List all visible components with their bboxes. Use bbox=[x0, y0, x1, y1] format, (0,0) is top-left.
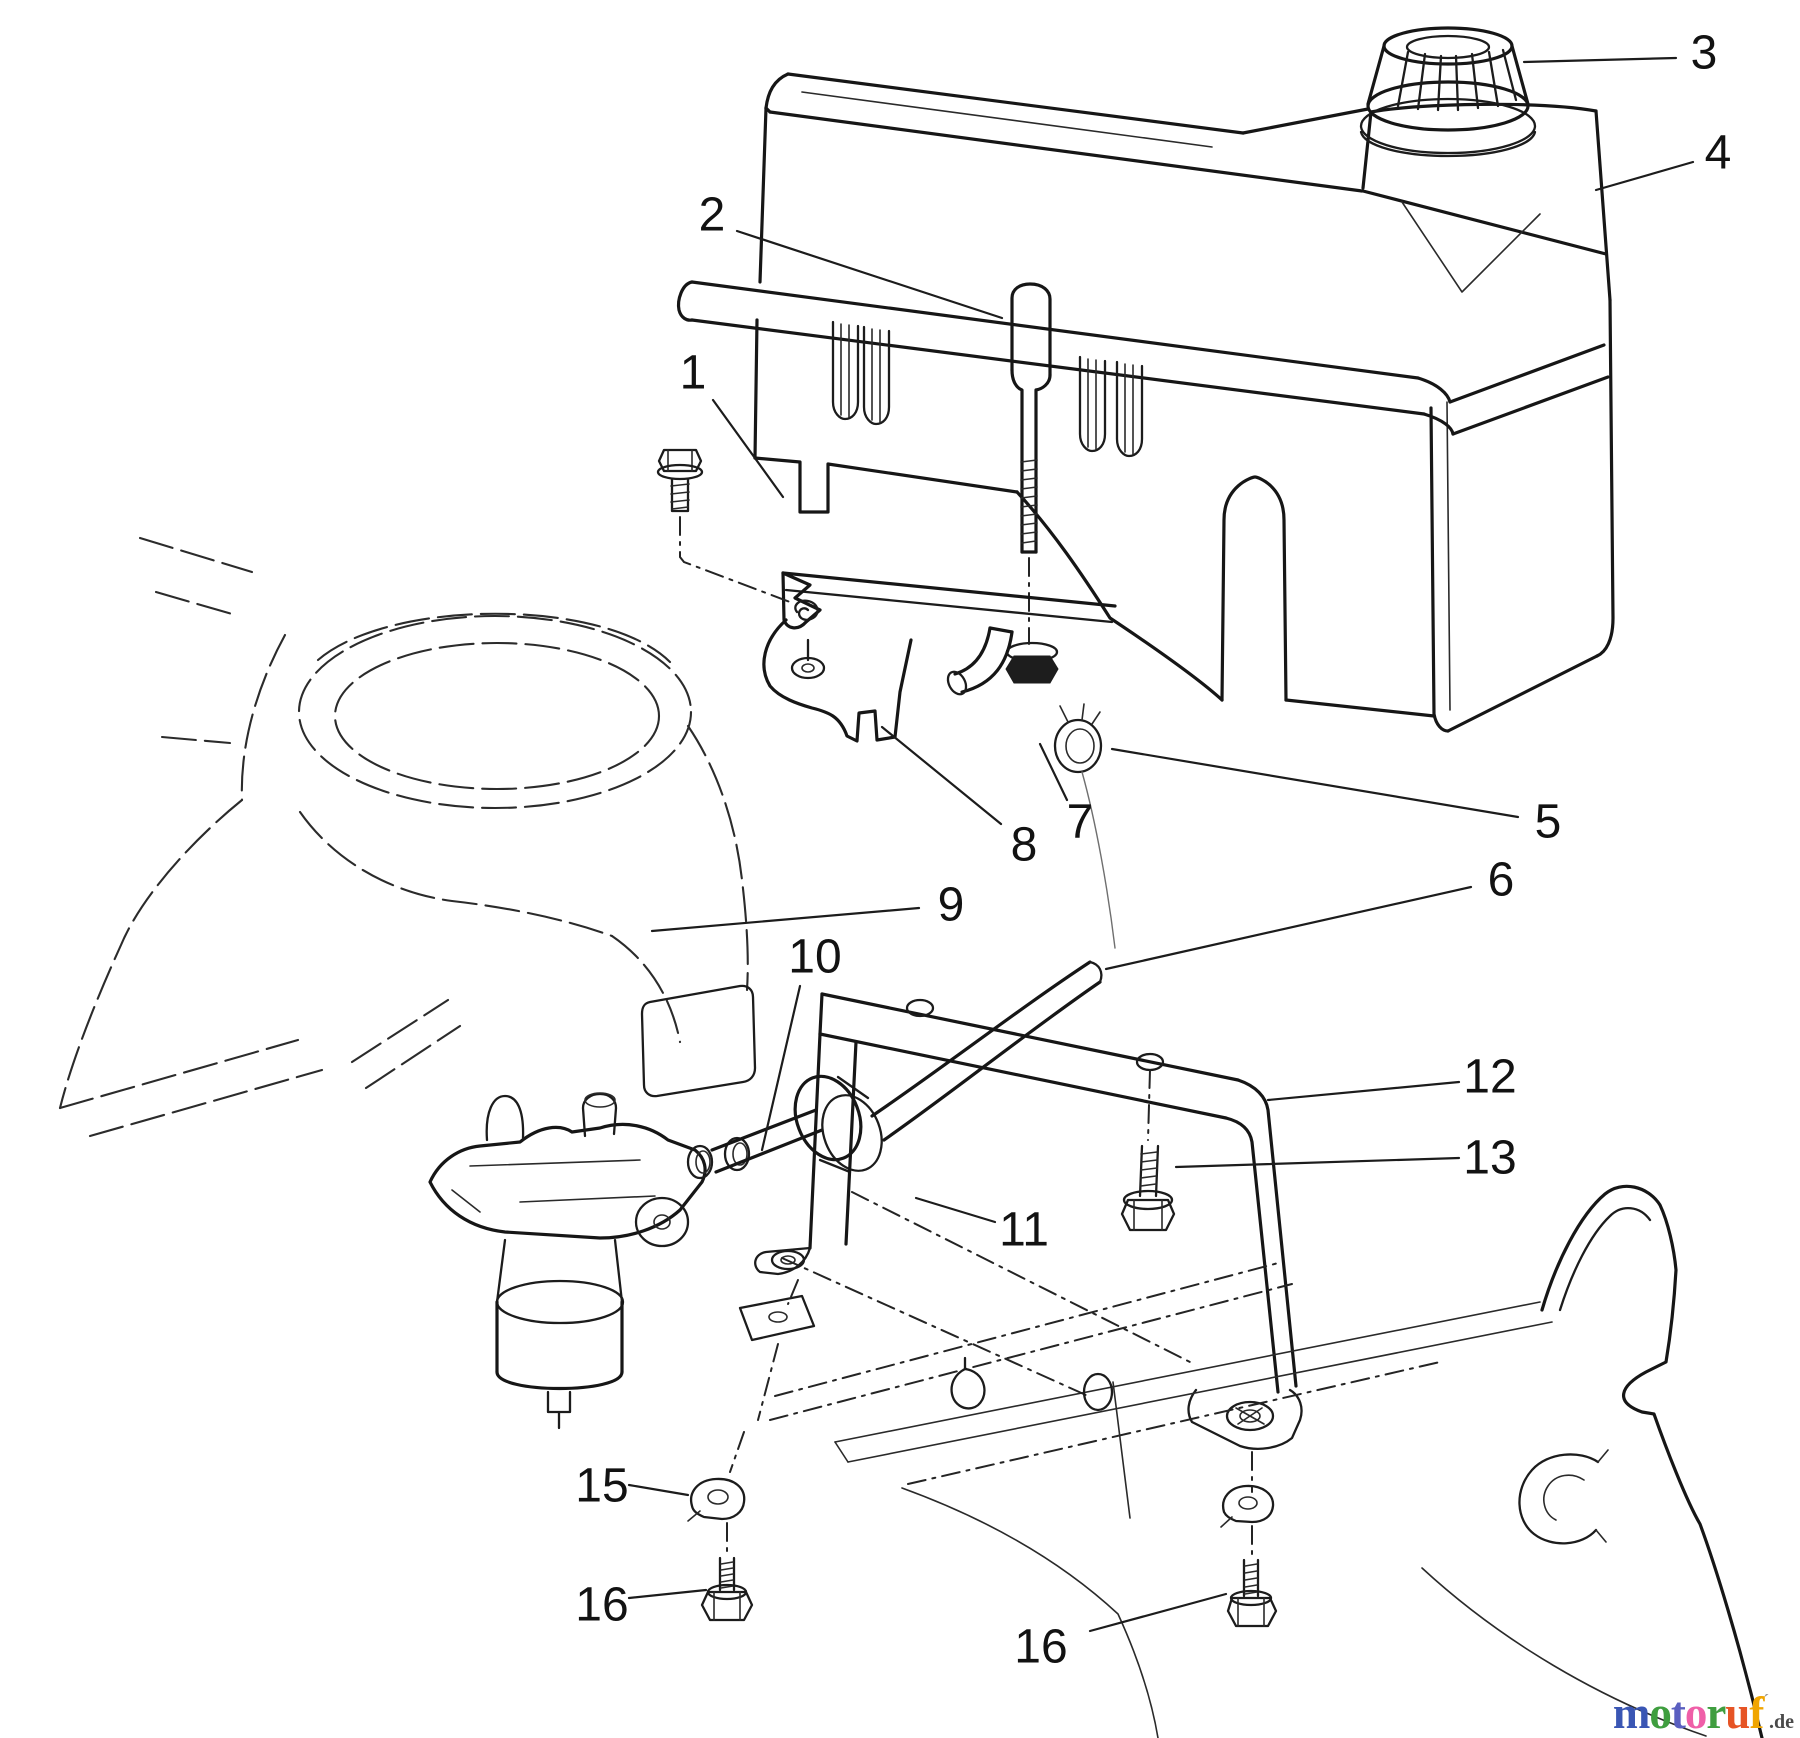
support-bracket-drawing bbox=[687, 992, 1303, 1628]
callout-8-label: 8 bbox=[1011, 819, 1038, 872]
callout-15-leader bbox=[627, 1483, 690, 1497]
watermark-letter: o bbox=[1684, 1688, 1707, 1738]
callout-2-label: 2 bbox=[699, 189, 726, 242]
callout-3-leader bbox=[1522, 56, 1678, 64]
callout-3-label: 3 bbox=[1691, 27, 1718, 80]
bracket-screw bbox=[1120, 1069, 1176, 1232]
callout-11-leader bbox=[914, 1196, 997, 1224]
plate-screw bbox=[656, 448, 791, 603]
callout-5-label: 5 bbox=[1535, 796, 1562, 849]
callout-10-label: 10 bbox=[788, 931, 841, 984]
callout-4-leader bbox=[1594, 160, 1695, 192]
hose-clamp-drawing bbox=[1053, 703, 1116, 949]
callout-6-leader bbox=[1104, 885, 1473, 971]
tank-lower-bracket-drawing bbox=[762, 618, 913, 743]
callout-9-leader bbox=[650, 906, 921, 933]
cable-clamp-right bbox=[1220, 1484, 1275, 1528]
callout-11-label: 11 bbox=[999, 1204, 1049, 1257]
strap-nut bbox=[1005, 655, 1059, 684]
callout-13-label: 13 bbox=[1463, 1132, 1516, 1185]
callout-12-leader bbox=[1266, 1080, 1461, 1102]
elbow-fitting-drawing bbox=[946, 626, 1014, 696]
watermark-logo: motoruf´.de bbox=[1613, 1691, 1794, 1736]
watermark-letter: r bbox=[1706, 1688, 1726, 1738]
fuel-line-drawing bbox=[710, 960, 1103, 1174]
fuel-cap-drawing bbox=[1359, 26, 1537, 158]
watermark-letter: f bbox=[1749, 1688, 1764, 1738]
callout-7-leader bbox=[1038, 742, 1069, 802]
carburetor-drawing bbox=[428, 1092, 751, 1430]
callout-12-label: 12 bbox=[1463, 1051, 1516, 1104]
watermark-letter: u bbox=[1725, 1688, 1750, 1738]
callout-1-label: 1 bbox=[680, 347, 707, 400]
callout-15-label: 15 bbox=[575, 1460, 628, 1513]
callout-8-leader bbox=[880, 725, 1003, 826]
watermark-letter: t bbox=[1670, 1688, 1686, 1738]
callout-16-label: 16 bbox=[1014, 1621, 1067, 1674]
mower-deck-drawing bbox=[769, 1184, 1764, 1738]
tank-strap-drawing bbox=[1005, 282, 1059, 684]
housing-label-plate bbox=[640, 984, 757, 1098]
tank-bracket-plate-drawing bbox=[656, 448, 1117, 630]
watermark-letter: o bbox=[1649, 1688, 1671, 1738]
tank-band bbox=[676, 280, 1610, 436]
callout-2-leader bbox=[735, 229, 1004, 320]
callout-16-label: 16 bbox=[575, 1579, 628, 1632]
callout-10-leader bbox=[760, 984, 802, 1152]
cable-clamp-left bbox=[687, 1477, 746, 1522]
fuel-tank-drawing bbox=[676, 26, 1615, 733]
callout-1-leader bbox=[711, 398, 785, 499]
callout-7-label: 7 bbox=[1067, 796, 1094, 849]
watermark-tick: ´ bbox=[1763, 1691, 1769, 1710]
watermark-letter: m bbox=[1612, 1688, 1650, 1738]
engine-housing-drawing bbox=[58, 536, 757, 1138]
tank-rib-tabs bbox=[831, 320, 1144, 458]
callout-4-label: 4 bbox=[1705, 127, 1732, 180]
carb-hose-clamp bbox=[686, 1136, 751, 1180]
callout-16-leader bbox=[1088, 1592, 1228, 1633]
callout-13-leader bbox=[1174, 1156, 1461, 1169]
bolt-left bbox=[700, 1556, 754, 1622]
callout-5-leader bbox=[1110, 747, 1520, 819]
callout-6-label: 6 bbox=[1488, 854, 1515, 907]
bolt-right bbox=[1226, 1558, 1278, 1628]
callout-16-leader bbox=[627, 1588, 708, 1600]
callout-9-label: 9 bbox=[938, 879, 965, 932]
watermark-suffix: .de bbox=[1769, 1711, 1794, 1733]
